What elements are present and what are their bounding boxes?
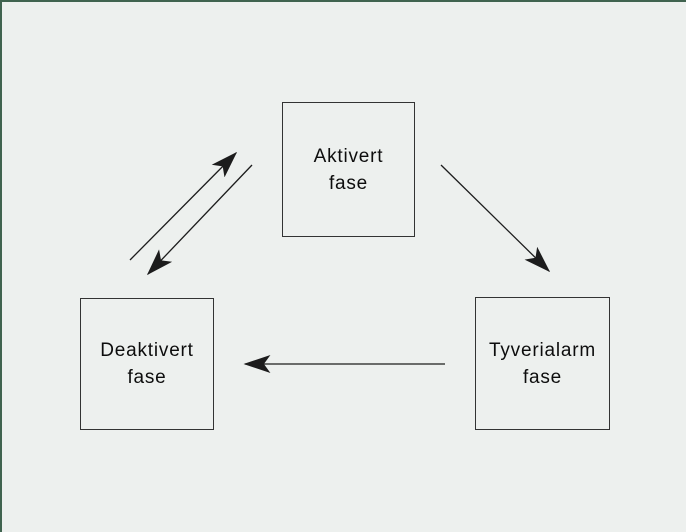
arrow-deaktivert-to-aktivert (129, 151, 238, 261)
state-label-line2: fase (127, 367, 167, 388)
state-label-line2: fase (522, 366, 563, 388)
state-label-line2: fase (328, 172, 369, 194)
state-label-line1: Deaktivert (100, 340, 194, 361)
state-label-line1: Aktivert (313, 145, 384, 167)
arrow-aktivert-to-deaktivert (146, 164, 253, 276)
state-box-tyverialarm: Tyverialarm fase (475, 297, 610, 430)
arrow-aktivert-to-tyverialarm (440, 164, 551, 273)
state-box-aktivert: Aktivert fase (282, 102, 415, 237)
state-box-deaktivert: Deaktivert fase (80, 298, 214, 430)
state-label-line1: Tyverialarm (489, 339, 596, 361)
